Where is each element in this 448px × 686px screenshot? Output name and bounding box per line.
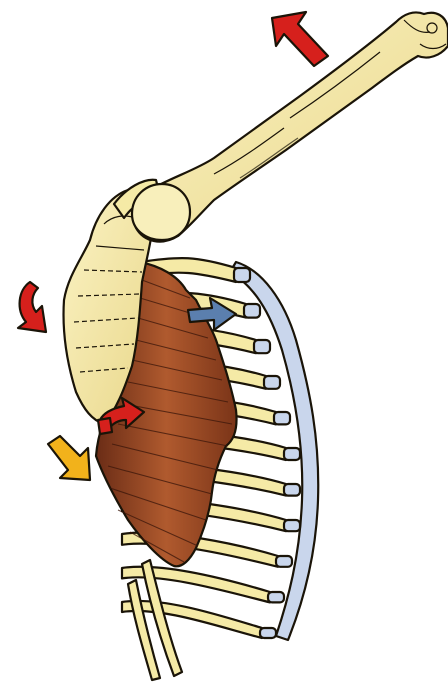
costal-cartilage-segment [276,556,292,567]
costal-cartilage-segment [274,412,290,424]
costal-cartilage-segment [234,268,250,282]
costal-cartilage-segment [284,448,300,460]
arm-elevation-arrow [272,12,328,66]
costal-cartilage-segment [244,304,260,318]
scapula-rotation-arrow [18,282,46,332]
costal-cartilage-segment [260,628,276,638]
humerus [132,12,448,241]
costal-cartilage-segment [264,376,280,389]
costal-cartilage-segment [268,592,284,602]
costal-cartilage-segment [284,520,300,531]
scapula-depression-arrow [48,436,90,480]
costal-cartilage-segment [254,340,270,353]
costal-cartilage-segment [284,484,300,496]
